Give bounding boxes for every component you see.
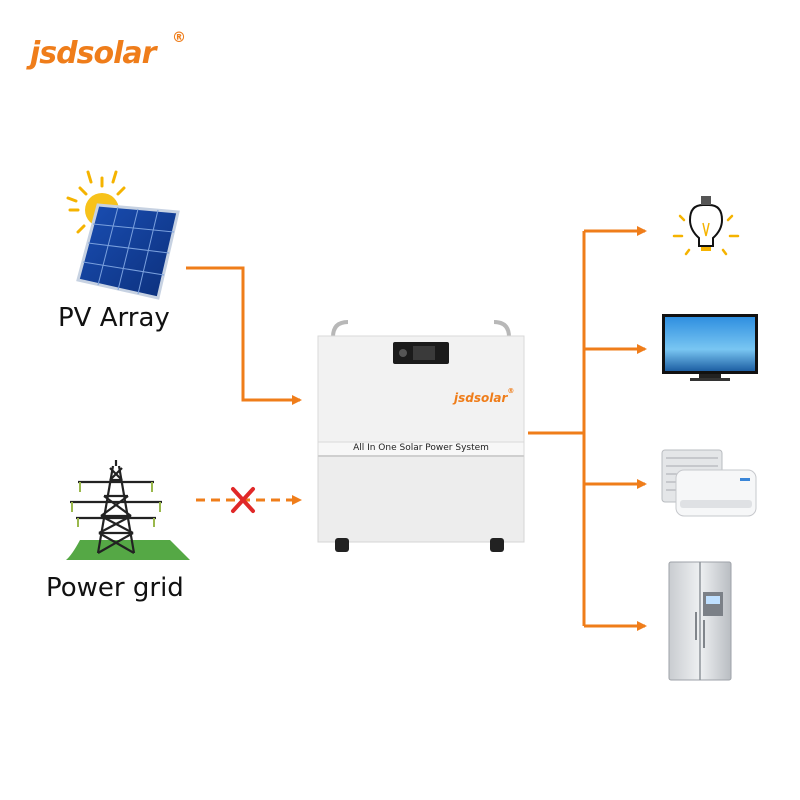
solar-power-unit [317,320,525,552]
unit-wheel-right [490,538,504,552]
output-bus [528,226,647,631]
unit-logo: jsdsolar® [454,387,514,406]
brand-logo-text: jsdsolar [30,36,156,71]
unit-caption: All In One Solar Power System [353,443,489,453]
registered-mark: ® [172,30,186,46]
light-bulb-icon [672,196,740,256]
refrigerator-icon [668,561,732,681]
solar-panel-icon [76,203,180,300]
pv-array-label: PV Array [58,303,170,333]
air-conditioner-icon [661,449,757,517]
power-tower-icon [66,460,190,560]
pv-to-unit-arrow [186,266,302,405]
unit-registered-mark: ® [507,387,515,395]
brand-logo: jsdsolar ® [30,28,190,78]
power-grid-label: Power grid [46,573,184,603]
unit-logo-text: jsdsolar [454,391,508,405]
grid-disconnected-x-mark [231,487,255,513]
tv-icon [662,314,758,381]
unit-wheel-left [335,538,349,552]
